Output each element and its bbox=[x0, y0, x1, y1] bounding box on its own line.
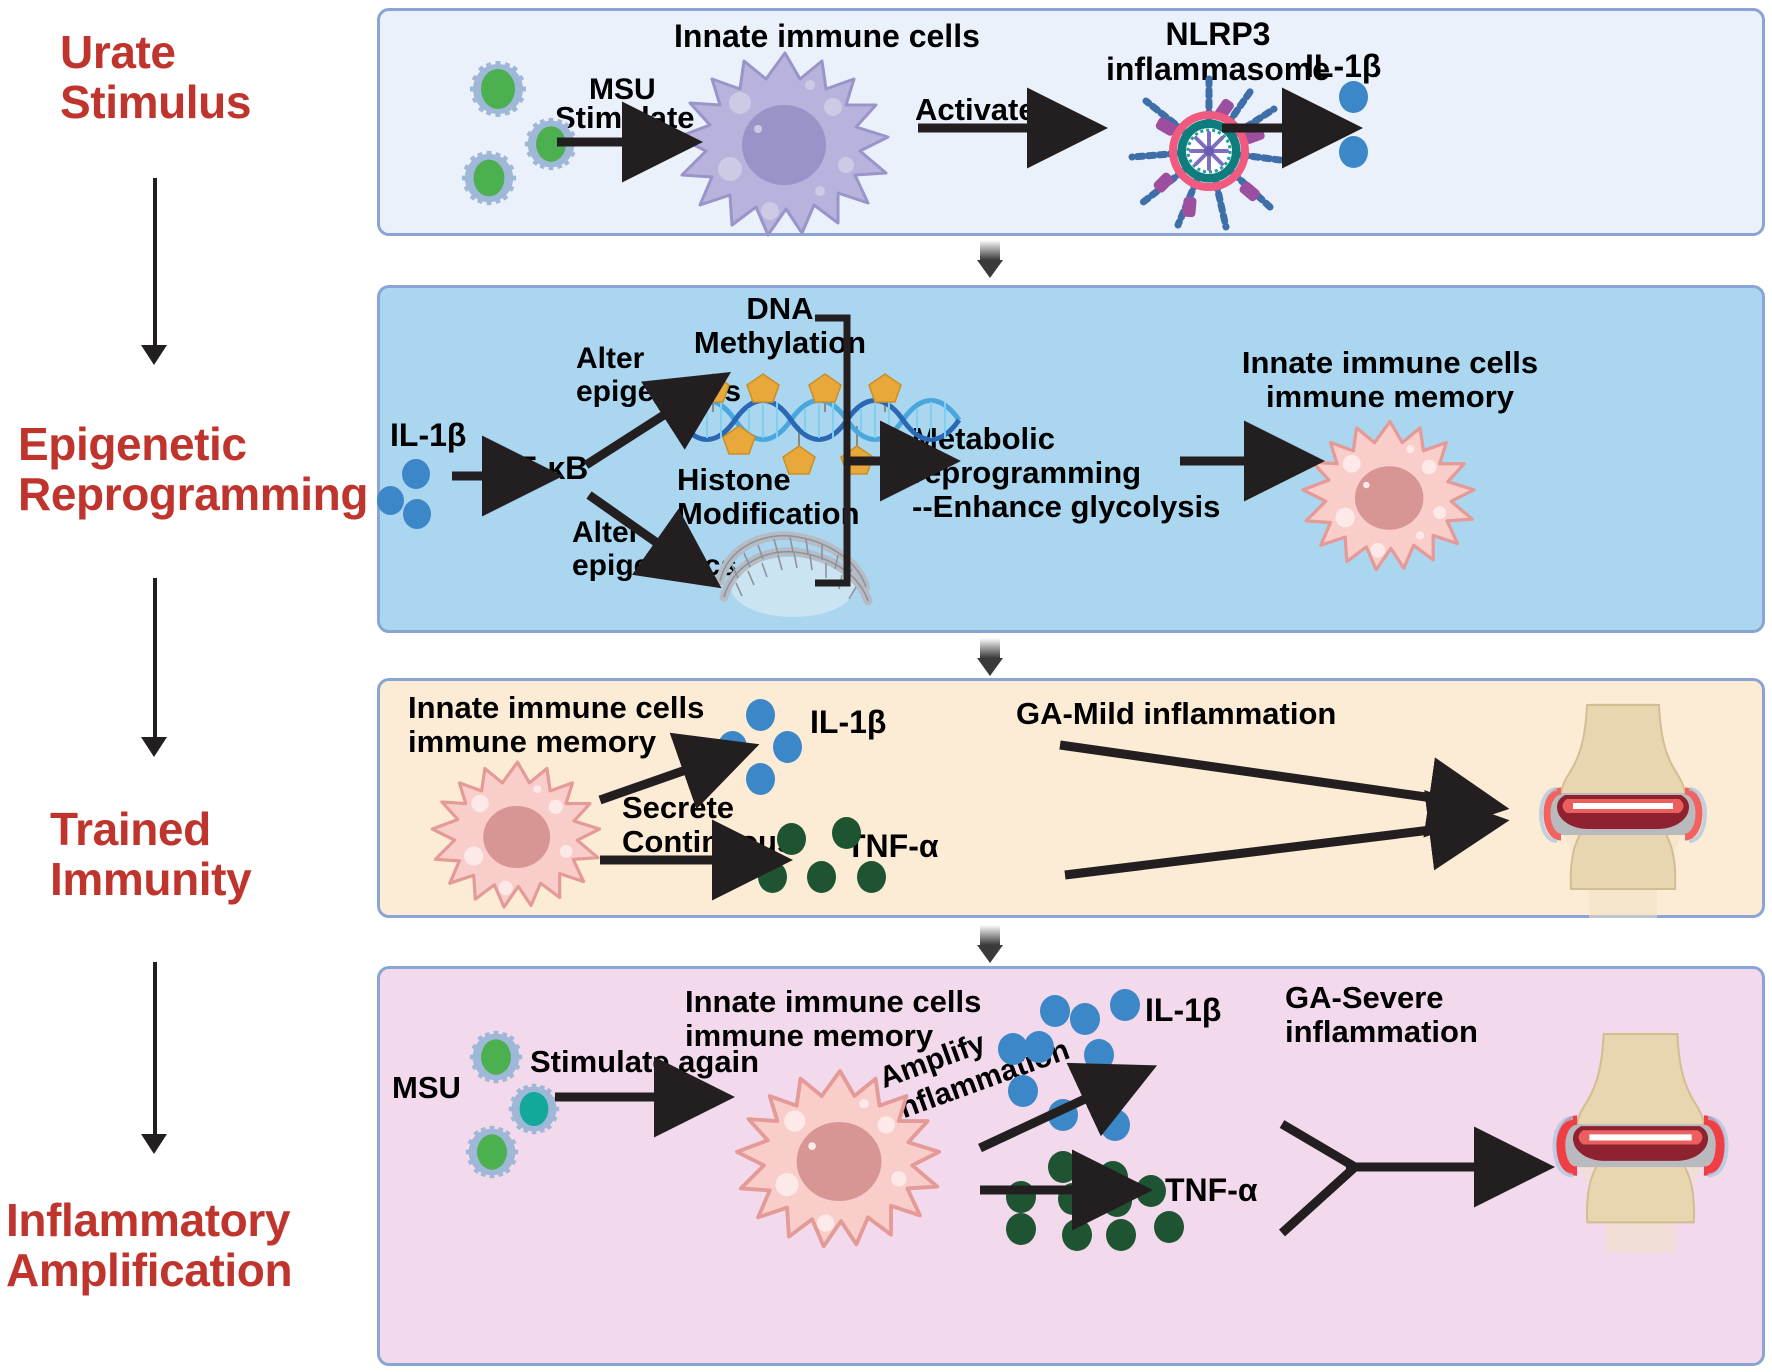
stage-label-line1: Inflammatory bbox=[6, 1194, 291, 1246]
stage-connector-3-head bbox=[141, 1134, 167, 1154]
panel3-outcome-label: GA-Mild inflammation bbox=[1016, 696, 1337, 731]
il1b-dot bbox=[718, 731, 747, 763]
panel4-immune-memory-label: Innate immune cells immune memory bbox=[685, 984, 982, 1054]
panel2-nfkb-label: NF-κB bbox=[494, 450, 589, 486]
il1b-dot bbox=[1070, 1003, 1100, 1035]
il1b-dot bbox=[403, 499, 431, 529]
stage-label-line1: Epigenetic bbox=[18, 418, 247, 470]
stage-label-line2: Amplification bbox=[6, 1243, 293, 1296]
panel1-il1b-label: IL-1β bbox=[1305, 48, 1382, 84]
panel4-tnfa-label: TNF-α bbox=[1165, 1172, 1258, 1208]
tnfa-dot bbox=[857, 861, 886, 893]
msu-crystal-icon bbox=[524, 117, 578, 171]
panel-transition-arrow-1 bbox=[977, 240, 1003, 278]
stage-connector-1-head bbox=[141, 345, 167, 365]
panel-transition-arrow-3 bbox=[977, 925, 1003, 963]
panel3-il1b-label: IL-1β bbox=[810, 704, 887, 740]
msu-crystal-icon bbox=[470, 61, 526, 117]
tnfa-dot bbox=[1102, 1185, 1132, 1217]
panel1-nlrp3-label: NLRP3 inflammasome bbox=[1105, 16, 1331, 88]
dna-methylation-icon bbox=[679, 373, 962, 475]
il1b-dot bbox=[746, 699, 775, 731]
stage-label-line2: Reprogramming bbox=[18, 467, 369, 520]
memory-immune-cell-icon bbox=[735, 1069, 942, 1249]
panel3-tnfa-label: TNF-α bbox=[846, 828, 939, 864]
il1b-dot bbox=[1024, 1031, 1054, 1063]
stage-label-epigenetic-reprogramming: Epigenetic Reprogramming bbox=[18, 418, 369, 520]
stage-label-line2: Immunity bbox=[50, 852, 252, 905]
tnfa-dot bbox=[1006, 1213, 1036, 1245]
urate-stimulus-panel: MSU Stimulate Innate immune cells Activa… bbox=[377, 8, 1765, 237]
stage-label-urate-stimulus: Urate Stimulus bbox=[60, 26, 252, 128]
nlrp3-inflammasome-icon bbox=[1128, 75, 1292, 231]
tnfa-dot bbox=[758, 861, 787, 893]
stage-label-inflammatory-amplification: Inflammatory Amplification bbox=[6, 1194, 293, 1296]
il1b-dot bbox=[402, 459, 430, 489]
il1b-dot bbox=[1084, 1039, 1114, 1071]
il1b-dot bbox=[1302, 106, 1330, 137]
msu-crystal-icon bbox=[508, 1083, 560, 1135]
panel-transition-arrow-2 bbox=[977, 638, 1003, 676]
stage-label-line2: Stimulus bbox=[60, 75, 252, 128]
stage-connector-2-shaft bbox=[153, 578, 157, 740]
tnfa-dot bbox=[1136, 1175, 1166, 1207]
panel2-dna-methylation-label: DNA Methylation bbox=[693, 291, 867, 361]
histone-nucleosome-icon bbox=[715, 531, 873, 617]
stage-connector-2-head bbox=[141, 737, 167, 757]
stage-connector-3-shaft bbox=[153, 962, 157, 1137]
panel1-msu-label: MSU bbox=[589, 73, 656, 106]
innate-immune-cell-icon bbox=[676, 51, 890, 237]
tnfa-dot bbox=[1006, 1181, 1036, 1213]
il1b-dot bbox=[377, 486, 404, 515]
tnfa-dot bbox=[1058, 1183, 1088, 1215]
panel3-secrete-continuous-label: Secrete Continuous bbox=[622, 790, 795, 860]
il1b-dot bbox=[1339, 136, 1368, 168]
panel4-outcome-label: GA-Severe inflammation bbox=[1285, 980, 1478, 1050]
tnfa-dot bbox=[777, 823, 806, 855]
il1b-dot bbox=[1008, 1075, 1038, 1107]
msu-crystal-icon bbox=[461, 150, 517, 206]
il1b-dot bbox=[1100, 1109, 1130, 1141]
trained-immunity-panel: Innate immune cells immune memory IL-1β … bbox=[377, 678, 1765, 918]
stage-label-line1: Trained bbox=[50, 803, 211, 855]
il1b-dot bbox=[773, 731, 802, 763]
il1b-dot bbox=[998, 1033, 1028, 1065]
il1b-dot bbox=[1048, 1099, 1078, 1131]
tnfa-dot bbox=[1048, 1151, 1078, 1183]
tnfa-dot bbox=[832, 817, 861, 849]
panel1-activate-label: Activate bbox=[915, 92, 1036, 127]
panel3-immune-memory-label: Innate immune cells immune memory bbox=[408, 690, 705, 760]
panel4-il1b-label: IL-1β bbox=[1145, 992, 1222, 1028]
il1b-dot bbox=[1339, 81, 1368, 113]
tnfa-dot bbox=[1154, 1211, 1184, 1243]
panel1-innate-immune-cells-label: Innate immune cells bbox=[674, 18, 980, 54]
tnfa-dot bbox=[1062, 1219, 1092, 1251]
stage-connector-1-shaft bbox=[153, 178, 157, 348]
memory-immune-cell-icon bbox=[1301, 419, 1476, 572]
panel2-immune-memory-label: Innate immune cells immune memory bbox=[1241, 345, 1539, 415]
msu-crystal-icon bbox=[469, 1030, 523, 1084]
memory-immune-cell-icon bbox=[430, 760, 602, 909]
joint-mild-inflammation-icon bbox=[1538, 703, 1708, 918]
tnfa-dot bbox=[807, 861, 836, 893]
tnfa-dot bbox=[1106, 1219, 1136, 1251]
il1b-dot bbox=[746, 763, 775, 795]
msu-crystal-icon bbox=[465, 1125, 519, 1179]
panel4-msu-label: MSU bbox=[392, 1070, 461, 1105]
stage-label-trained-immunity: Trained Immunity bbox=[50, 803, 252, 905]
panel2-il1b-label: IL-1β bbox=[390, 417, 467, 453]
il1b-dot bbox=[1040, 995, 1070, 1027]
joint-severe-inflammation-icon bbox=[1552, 1032, 1729, 1252]
stage-label-line1: Urate bbox=[60, 26, 176, 78]
il1b-dot bbox=[1094, 1073, 1124, 1105]
il1b-dot bbox=[1110, 989, 1140, 1021]
inflammatory-amplification-panel: MSU Stimulate again Innate immune cells … bbox=[377, 966, 1765, 1366]
